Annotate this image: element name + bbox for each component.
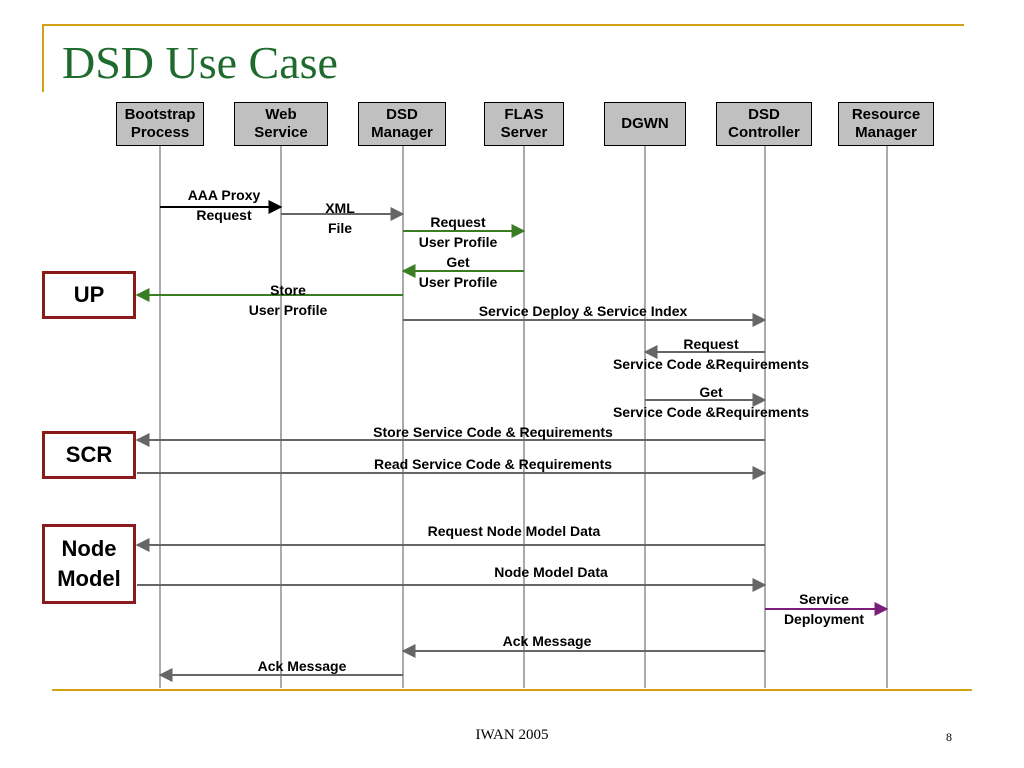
footer-conference: IWAN 2005 [475, 727, 549, 743]
message-label-request-node-model-data: Request Node Model Data [427, 523, 601, 539]
actor-bootstrap-process: Bootstrap Process [116, 102, 204, 146]
page-number: 8 [946, 730, 952, 744]
actor-web-service: Web Service [234, 102, 328, 146]
actor-resource-manager: Resource Manager [838, 102, 934, 146]
message-label-ack-message-controller: Ack Message [502, 633, 592, 649]
message-label-aaa-proxy-request: AAA Proxy Request [187, 187, 261, 223]
actor-dgwn: DGWN [604, 102, 686, 146]
message-label-service-deploy-index: Service Deploy & Service Index [478, 303, 688, 319]
message-label-read-service-code: Read Service Code & Requirements [373, 456, 613, 472]
slide-title: DSD Use Case [62, 37, 338, 88]
message-label-get-user-profile: Get User Profile [418, 254, 498, 290]
message-label-store-user-profile: Store User Profile [248, 282, 328, 318]
left-rule [42, 24, 44, 92]
top-rule [42, 24, 964, 26]
actor-dsd-manager: DSD Manager [358, 102, 446, 146]
message-label-ack-message-bootstrap: Ack Message [257, 658, 347, 674]
bottom-rule [52, 689, 972, 691]
message-label-store-service-code: Store Service Code & Requirements [373, 424, 613, 440]
store-node-model: Node Model [42, 524, 136, 604]
message-label-service-deployment: Service Deployment [783, 591, 865, 627]
actor-flas-server: FLAS Server [484, 102, 564, 146]
actor-dsd-controller: DSD Controller [716, 102, 812, 146]
message-label-node-model-data: Node Model Data [494, 564, 608, 580]
message-label-request-user-profile: Request User Profile [418, 214, 498, 250]
store-up: UP [42, 271, 136, 319]
message-label-get-service-code: Get Service Code &Requirements [612, 384, 810, 420]
message-label-request-service-code: Request Service Code &Requirements [612, 336, 810, 372]
store-scr: SCR [42, 431, 136, 479]
message-label-xml-file: XML File [325, 200, 355, 236]
